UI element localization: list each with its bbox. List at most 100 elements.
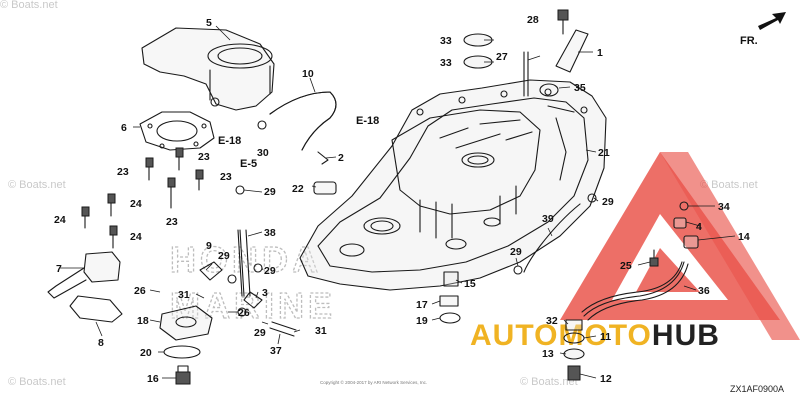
callout-33-a: 33 [440, 35, 452, 47]
callout-24-c: 24 [130, 231, 142, 243]
callout-21: 21 [598, 147, 610, 159]
callout-8: 8 [98, 337, 104, 349]
part-29-clip-b [227, 274, 237, 284]
callout-6: 6 [121, 122, 127, 134]
part-2-clip [317, 151, 329, 165]
part-29-clip-f [513, 265, 523, 275]
part-20-o-ring [163, 345, 201, 359]
part-36-hose [581, 261, 689, 321]
callout-32: 32 [546, 315, 558, 327]
part-29-clip-a [235, 185, 245, 195]
callout-25: 25 [620, 260, 632, 272]
callout-29-a: 29 [264, 186, 276, 198]
callout-26-b: 26 [238, 307, 250, 319]
part-30-clip [257, 120, 267, 130]
brand-word-right: HUB [652, 319, 720, 352]
callout-38: 38 [264, 227, 276, 239]
copyright-notice: Copyright © 2004-2017 by ARI Network Ser… [320, 379, 427, 385]
part-7-connector [47, 251, 121, 299]
part-37-tube [269, 321, 297, 337]
callout-10: 10 [302, 68, 314, 80]
callout-30: 30 [257, 147, 269, 159]
part-13-12-plug [563, 348, 585, 381]
callout-20: 20 [140, 347, 152, 359]
ref-e18-center: E-18 [356, 115, 379, 127]
callout-14: 14 [738, 231, 750, 243]
callout-31-b: 31 [315, 325, 327, 337]
part-9-elbow [199, 261, 223, 281]
oil-case-drawing [299, 79, 607, 291]
leader-lines [60, 25, 736, 379]
callout-16: 16 [147, 373, 159, 385]
part-35-o-ring [539, 83, 559, 97]
part-22-grommet [313, 181, 337, 195]
part-33-seals [463, 33, 493, 69]
callout-23-b: 23 [117, 166, 129, 178]
ref-e5: E-5 [240, 158, 257, 170]
part-4-14-fittings [673, 217, 699, 249]
part-8-plate [69, 295, 123, 323]
part-32-clamp [565, 319, 583, 331]
part-3-fitting [243, 291, 263, 309]
part-18-housing [159, 305, 213, 341]
part-36-hose-bg [583, 261, 685, 317]
callout-29-c: 29 [264, 265, 276, 277]
ghost-word-honda: HONDA [170, 239, 322, 280]
callout-26-a: 26 [134, 285, 146, 297]
callout-19: 19 [416, 315, 428, 327]
callout-9: 9 [206, 240, 212, 252]
callout-24-a: 24 [130, 198, 142, 210]
brand-word-left: AUTOMOTO [470, 319, 652, 352]
callout-36: 36 [698, 285, 710, 297]
part-29-clip-e [587, 193, 597, 203]
part-6-gasket [139, 111, 215, 151]
part-1-fitting-28-bolt [555, 9, 589, 73]
callout-35: 35 [574, 82, 586, 94]
callout-5: 5 [206, 17, 212, 29]
callout-24-b: 24 [54, 214, 66, 226]
callout-13: 13 [542, 348, 554, 360]
brand-wordmark: AUTOMOTOHUB [470, 319, 720, 352]
callout-23-a: 23 [198, 151, 210, 163]
callout-15: 15 [464, 278, 476, 290]
callout-11: 11 [600, 331, 611, 343]
part-38-hose-bg [239, 229, 245, 297]
front-direction-label: FR. [740, 35, 758, 47]
callout-37: 37 [270, 345, 282, 357]
part-39-hose [523, 203, 581, 273]
watermark-bottom-left: © Boats.net [8, 376, 66, 388]
front-direction-arrow [758, 12, 786, 30]
callout-22: 22 [292, 183, 304, 195]
ref-e18-left: E-18 [218, 135, 241, 147]
callout-1: 1 [597, 47, 603, 59]
part-16-plug [175, 365, 191, 385]
callout-27: 27 [496, 51, 508, 63]
callout-29-d: 29 [254, 327, 266, 339]
figure-code: ZX1AF0900A [730, 384, 784, 394]
callout-39: 39 [542, 213, 554, 225]
callout-3: 3 [262, 287, 268, 299]
watermark-top: © Boats.net [0, 0, 58, 11]
callout-12: 12 [600, 373, 612, 385]
callout-17: 17 [416, 299, 428, 311]
callout-29-f: 29 [510, 246, 522, 258]
callout-33-b: 33 [440, 57, 452, 69]
callout-34: 34 [718, 201, 730, 213]
callout-7: 7 [56, 263, 62, 275]
bolt-group-23-24 [81, 147, 204, 249]
part-38-hose [237, 229, 251, 297]
watermark-left: © Boats.net [8, 179, 66, 191]
watermark-bottom-right: © Boats.net [520, 376, 578, 388]
callout-23-d: 23 [166, 216, 178, 228]
callout-2: 2 [338, 152, 344, 164]
callout-4: 4 [696, 221, 702, 233]
part-10-hose [269, 91, 337, 151]
callout-23-c: 23 [220, 171, 232, 183]
watermark-right: © Boats.net [700, 179, 758, 191]
callout-18: 18 [137, 315, 149, 327]
part-27-stud [523, 51, 529, 97]
callout-28: 28 [527, 14, 539, 26]
brand-watermark-logo [560, 152, 800, 340]
